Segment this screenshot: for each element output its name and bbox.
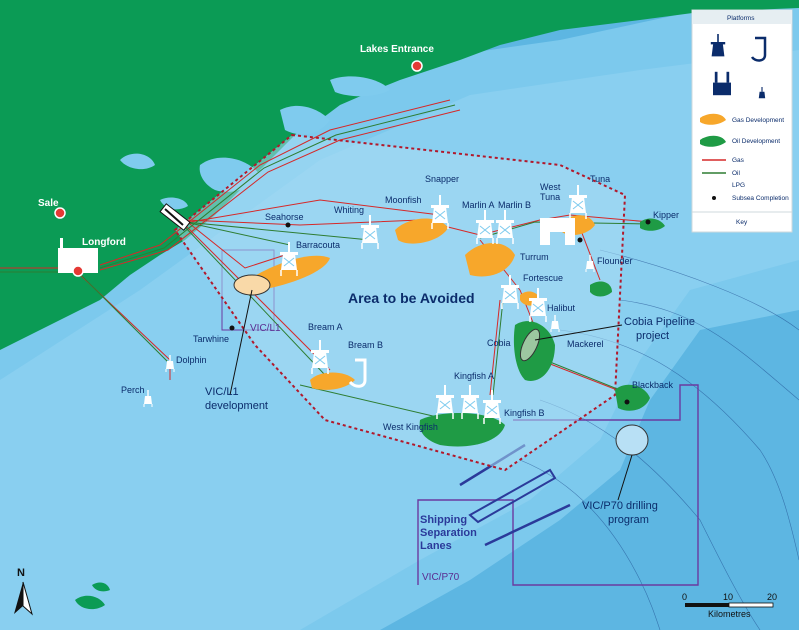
lake	[330, 76, 390, 97]
vic-l1-callout-line1: VIC/L1	[205, 386, 239, 398]
platforms	[143, 184, 595, 425]
west-tuna-platform	[540, 218, 575, 245]
contour-1	[599, 249, 799, 331]
scale-unit: Kilometres	[708, 609, 751, 619]
field-labels: Seahorse Barracouta Whiting Moonfish Sna…	[121, 174, 679, 432]
legend-key: Key	[736, 219, 748, 226]
kingfish-b-label: Kingfish B	[504, 408, 545, 418]
vic-l1-callout: VIC/L1 development	[205, 289, 268, 412]
kipper-label: Kipper	[653, 210, 679, 220]
bream-b-platform	[348, 358, 367, 388]
longford-gas-plant	[58, 238, 98, 273]
shipping-lane	[468, 468, 557, 524]
sale-label: Sale	[38, 198, 59, 209]
halibut-label: Halibut	[547, 303, 576, 313]
shipping-lanes-label: Shipping Separation Lanes	[420, 514, 477, 552]
barracouta-label: Barracouta	[296, 240, 340, 250]
vic-p70-callout: VIC/P70 drilling program	[582, 454, 658, 526]
cobia-pipeline-callout: Cobia Pipeline project	[534, 316, 695, 342]
island	[92, 582, 110, 592]
legend-gas-development: Gas Development	[732, 117, 784, 124]
contour-5	[619, 299, 799, 401]
vic-p70-callout-line2: program	[608, 514, 649, 526]
contour-3	[539, 399, 761, 630]
kingfish-a-label: Kingfish A	[454, 371, 494, 381]
turrum-label: Turrum	[520, 252, 549, 262]
legend-oil-development: Oil Development	[732, 138, 780, 145]
vic-l1-label: VIC/L1	[250, 323, 281, 334]
legend-platform-icons	[710, 34, 767, 99]
vic-l1-callout-line2: development	[205, 400, 268, 412]
tuna-label: Tuna	[590, 174, 610, 184]
legend-gas: Gas	[732, 157, 745, 164]
legend-subsea: Subsea Completion	[732, 195, 789, 202]
contour-2	[559, 329, 799, 561]
longford-label: Longford	[82, 237, 126, 248]
blackback-label: Blackback	[632, 380, 674, 390]
seahorse-label: Seahorse	[265, 212, 304, 222]
scale-tick-10: 10	[723, 592, 733, 602]
cobia-pipeline-area	[519, 328, 541, 362]
scale-tick-0: 0	[682, 592, 687, 602]
vic-p70-boundary	[417, 384, 699, 586]
cobia-label: Cobia	[487, 338, 511, 348]
lake	[120, 153, 155, 170]
legend-title: Platforms	[727, 15, 755, 22]
dolphin-label: Dolphin	[176, 355, 207, 365]
bream-b-label: Bream B	[348, 340, 383, 350]
shipping-line1: Shipping	[420, 514, 467, 526]
subsea-completions	[229, 219, 651, 405]
sale-marker	[54, 207, 66, 219]
whiting-label: Whiting	[334, 205, 364, 215]
legend-oil: Oil	[732, 170, 741, 177]
tarwhine-label: Tarwhine	[193, 334, 229, 344]
shipping-lane	[484, 503, 571, 547]
perch-label: Perch	[121, 385, 145, 395]
cobia-callout-line2: project	[636, 330, 669, 342]
north-arrow: N	[14, 567, 33, 616]
marlin-a-label: Marlin A	[462, 200, 495, 210]
legend: Platforms Gas Development Oil Developmen…	[691, 9, 793, 233]
vic-l1-development-area	[233, 274, 271, 296]
marlin-b-label: Marlin B	[498, 200, 531, 210]
west-kingfish-label: West Kingfish	[383, 422, 438, 432]
area-to-be-avoided-label: Area to be Avoided	[348, 290, 475, 306]
cobia-callout-line1: Cobia Pipeline	[624, 316, 695, 328]
longford-marker	[72, 265, 84, 277]
oil-pipelines	[0, 104, 651, 421]
pipeline-valve	[159, 203, 191, 231]
vic-p70-label: VIC/P70	[422, 572, 460, 583]
island	[75, 595, 105, 610]
moonfish-label: Moonfish	[385, 195, 422, 205]
vic-p70-callout-line1: VIC/P70 drilling	[582, 500, 658, 512]
legend-lpg: LPG	[732, 182, 745, 189]
lakes-entrance-label: Lakes Entrance	[360, 44, 434, 55]
snapper-label: Snapper	[425, 174, 459, 184]
bream-a-label: Bream A	[308, 322, 343, 332]
mackerel-label: Mackerel	[567, 339, 604, 349]
land-mass	[0, 0, 799, 350]
area-to-be-avoided	[173, 133, 627, 472]
shipping-line3: Lanes	[420, 540, 452, 552]
fortescue-label: Fortescue	[523, 273, 563, 283]
vic-p70-drilling-area	[615, 424, 649, 456]
scale-bar: 0 10 20 Kilometres	[682, 592, 777, 619]
north-label: N	[17, 567, 25, 579]
shipping-line2: Separation	[420, 527, 477, 539]
flounder-label: Flounder	[597, 256, 633, 266]
lakes-entrance-marker	[411, 60, 423, 72]
scale-tick-20: 20	[767, 592, 777, 602]
lake	[280, 105, 330, 135]
